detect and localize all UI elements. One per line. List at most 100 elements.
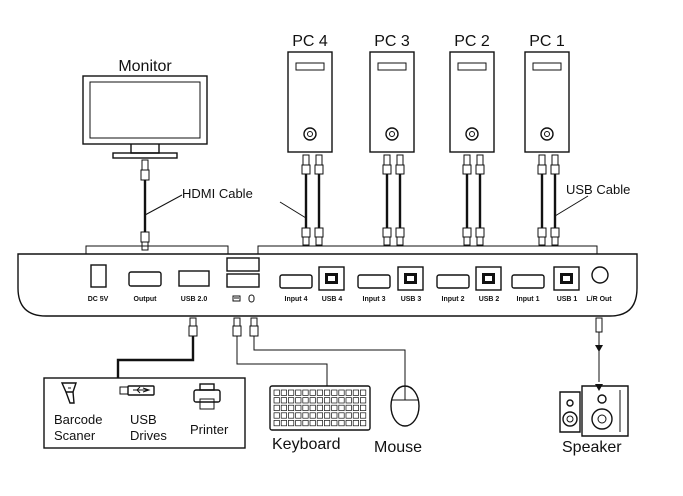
pc-tower-4 xyxy=(287,51,333,153)
audio-cable xyxy=(595,317,603,391)
usb-drives-label-line2: Drives xyxy=(130,428,167,443)
usb-3-label: USB 3 xyxy=(401,296,422,303)
input-1-hdmi-port xyxy=(511,274,545,289)
keyboard-key xyxy=(316,420,323,427)
hdmi-cable-label: HDMI Cable xyxy=(182,186,253,201)
keyboard-key xyxy=(295,420,302,427)
barcode-scanner-icon xyxy=(60,382,77,404)
keyboard-key xyxy=(360,420,367,427)
pc-3-label: PC 3 xyxy=(374,33,410,50)
input-3-label: Input 3 xyxy=(363,296,386,303)
keyboard-key xyxy=(309,397,316,404)
keyboard-key xyxy=(324,420,331,427)
keyboard-key xyxy=(324,397,331,404)
keyboard-key xyxy=(338,389,345,396)
keyboard-key xyxy=(352,397,359,404)
keyboard-key xyxy=(360,389,367,396)
keyboard-key xyxy=(309,404,316,411)
pc-tower-3 xyxy=(369,51,415,153)
keyboard-key xyxy=(331,397,338,404)
pc-4-cables xyxy=(301,154,324,246)
pc-1-label: PC 1 xyxy=(529,33,565,50)
keyboard-key xyxy=(345,420,352,427)
mouse-icon xyxy=(390,385,420,427)
keyboard-label: Keyboard xyxy=(272,436,341,453)
pc-1-cables xyxy=(537,154,560,246)
mouse-label: Mouse xyxy=(374,439,422,456)
pc-2-label: PC 2 xyxy=(454,33,490,50)
keyboard-key xyxy=(360,404,367,411)
mouse-cable xyxy=(249,317,406,388)
output-port-label: Output xyxy=(134,296,158,303)
keyboard-key xyxy=(352,404,359,411)
keyboard-key xyxy=(338,404,345,411)
keyboard-key xyxy=(345,404,352,411)
keyboard-key xyxy=(338,412,345,419)
lr-out-label: L/R Out xyxy=(586,296,612,303)
pc-3-cables xyxy=(382,154,405,246)
input-1-label: Input 1 xyxy=(517,296,540,303)
keyboard-key xyxy=(273,404,280,411)
kvm-switch-body xyxy=(17,245,638,317)
pc-4-label: PC 4 xyxy=(292,33,328,50)
keyboard-key xyxy=(316,397,323,404)
keyboard-key xyxy=(273,397,280,404)
dc-port-label: DC 5V xyxy=(88,296,109,303)
keyboard-key xyxy=(309,412,316,419)
usb-1-port xyxy=(553,266,580,291)
keyboard-key xyxy=(316,404,323,411)
printer-icon xyxy=(193,383,221,410)
barcode-label-line2: Scaner xyxy=(54,428,96,443)
keyboard-key xyxy=(316,389,323,396)
keyboard-key xyxy=(288,412,295,419)
usb-drive-icon xyxy=(119,385,155,396)
usb-4-label: USB 4 xyxy=(322,296,343,303)
keyboard-key xyxy=(288,397,295,404)
audio-jack-port xyxy=(591,266,609,284)
output-hdmi-port xyxy=(128,271,162,287)
keyboard-key xyxy=(331,404,338,411)
usb-cable-label: USB Cable xyxy=(566,182,630,197)
keyboard-key xyxy=(331,389,338,396)
keyboard-key xyxy=(338,397,345,404)
input-4-label: Input 4 xyxy=(285,296,308,303)
keyboard-key xyxy=(345,397,352,404)
keyboard-key xyxy=(295,404,302,411)
keyboard-key xyxy=(309,389,316,396)
keyboard-key xyxy=(302,420,309,427)
keyboard-key xyxy=(331,412,338,419)
keyboard-key xyxy=(273,420,280,427)
keyboard-glyph-icon xyxy=(232,295,241,302)
usb-peripherals-box xyxy=(43,377,246,449)
keyboard-key xyxy=(295,389,302,396)
pc-tower-1 xyxy=(524,51,570,153)
pc-tower-2 xyxy=(449,51,495,153)
dc-port xyxy=(90,264,107,288)
keyboard-key xyxy=(352,420,359,427)
speaker-right-icon xyxy=(581,385,629,437)
keyboard-key xyxy=(302,412,309,419)
usb-drives-label-line1: USB xyxy=(130,412,157,427)
usb20-port-label: USB 2.0 xyxy=(181,296,208,303)
pc-2-cables xyxy=(462,154,485,246)
keyboard-key xyxy=(360,412,367,419)
keyboard-key xyxy=(360,397,367,404)
monitor-icon xyxy=(82,75,208,159)
keyboard-key xyxy=(280,412,287,419)
keyboard-key xyxy=(324,412,331,419)
keyboard-key xyxy=(280,420,287,427)
keyboard-key xyxy=(288,389,295,396)
keyboard-key xyxy=(316,412,323,419)
keyboard-key xyxy=(280,389,287,396)
usb20-port xyxy=(178,270,210,287)
keyboard-key xyxy=(352,389,359,396)
keyboard-key xyxy=(331,420,338,427)
keyboard-key xyxy=(295,397,302,404)
keyboard-key xyxy=(273,412,280,419)
keyboard-key xyxy=(302,397,309,404)
monitor-label: Monitor xyxy=(118,58,172,75)
usb-4-port xyxy=(318,266,345,291)
keyboard-key xyxy=(345,412,352,419)
keyboard-key xyxy=(345,389,352,396)
input-2-label: Input 2 xyxy=(442,296,465,303)
